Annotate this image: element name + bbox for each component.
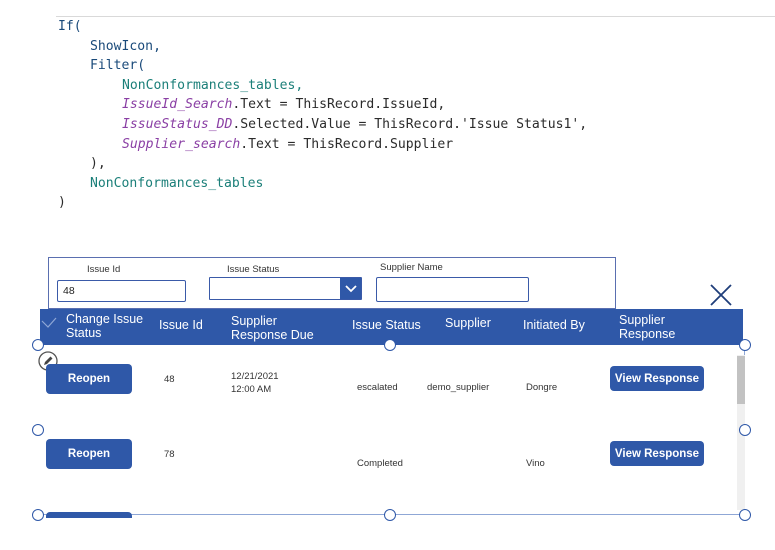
resize-handle-bottom-left[interactable] <box>32 509 44 521</box>
issue-id-search-input[interactable]: 48 <box>57 280 186 302</box>
issue-id-search-value: 48 <box>63 285 75 297</box>
header-issue-id: Issue Id <box>159 318 203 332</box>
initiated-by-cell: Vino <box>526 458 545 469</box>
issue-id-cell: 78 <box>164 449 175 460</box>
code-line-3: Filter( <box>90 58 146 74</box>
header-change-issue-status: Change Issue Status <box>66 312 144 340</box>
header-supplier: Supplier <box>445 316 491 330</box>
reopen-button[interactable]: Reopen <box>46 364 132 394</box>
code-line-2: ShowIcon, <box>90 38 161 54</box>
resize-handle-top[interactable] <box>384 339 396 351</box>
code-line-10: ) <box>58 195 66 211</box>
reopen-button-partial[interactable] <box>46 512 132 518</box>
code-line-8: ), <box>90 156 106 172</box>
supplier-name-label: Supplier Name <box>380 262 443 273</box>
supplier-search-input[interactable] <box>376 277 529 302</box>
resize-handle-bottom-right[interactable] <box>739 509 751 521</box>
close-icon[interactable] <box>707 281 735 309</box>
issue-id-label: Issue Id <box>87 264 121 275</box>
initiated-by-cell: Dongre <box>526 382 558 393</box>
issue-id-cell: 48 <box>164 374 175 385</box>
resize-handle-left[interactable] <box>32 424 44 436</box>
view-response-button[interactable]: View Response <box>610 366 704 391</box>
resize-handle-bottom[interactable] <box>384 509 396 521</box>
code-line-4: NonConformances_tables, <box>122 77 304 93</box>
formula-divider <box>56 16 775 17</box>
header-supplier-response-due: Supplier Response Due <box>231 314 314 342</box>
view-response-button[interactable]: View Response <box>610 441 704 466</box>
gallery-scrollbar-thumb[interactable] <box>737 356 745 404</box>
header-initiated-by: Initiated By <box>523 318 585 332</box>
chevron-down-icon[interactable] <box>340 278 361 299</box>
issue-status-label: Issue Status <box>227 264 280 275</box>
issue-status-cell: Completed <box>357 458 403 469</box>
formula-editor[interactable]: If( ShowIcon, Filter( NonConformances_table… <box>58 17 587 213</box>
resize-handle-right[interactable] <box>739 424 751 436</box>
resize-handle-top-left[interactable] <box>32 339 44 351</box>
header-issue-status: Issue Status <box>352 318 421 332</box>
code-line-9: NonConformances_tables <box>90 175 264 191</box>
checkmark-icon <box>40 316 58 335</box>
issue-status-cell: escalated <box>357 382 398 393</box>
code-line-1: If( <box>58 19 82 34</box>
issue-status-dropdown[interactable] <box>209 277 362 300</box>
code-line-6: IssueStatus_DD.Selected.Value = ThisReco… <box>122 116 588 132</box>
reopen-button[interactable]: Reopen <box>46 439 132 469</box>
supplier-cell: demo_supplier <box>427 382 490 393</box>
code-line-7: Supplier_search.Text = ThisRecord.Suppli… <box>122 136 454 152</box>
header-supplier-response: Supplier Response <box>619 313 676 341</box>
response-due-cell: 12/21/2021 12:00 AM <box>231 371 279 395</box>
resize-handle-top-right[interactable] <box>739 339 751 351</box>
code-line-5: IssueId_Search.Text = ThisRecord.IssueId… <box>122 97 446 113</box>
